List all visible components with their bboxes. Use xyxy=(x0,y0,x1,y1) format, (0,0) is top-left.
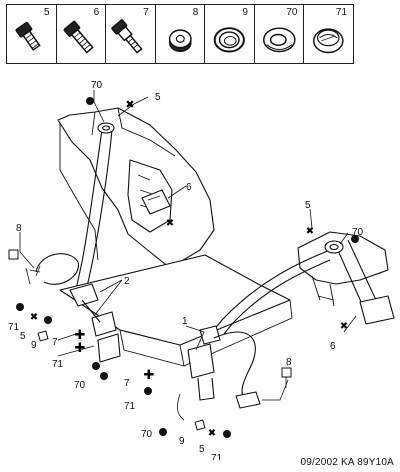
callout-71-bot: 71 xyxy=(211,453,223,460)
marker-dot-l2b xyxy=(92,362,100,370)
marker-x-5-top: ✖ xyxy=(125,99,134,111)
callout-71-l1: 71 xyxy=(8,322,20,333)
callout-6-mid: 6 xyxy=(186,182,192,193)
marker-x-5-bot: ✖ xyxy=(208,428,216,439)
callout-1: 1 xyxy=(182,316,188,327)
callout-71-l2: 71 xyxy=(52,359,64,370)
bolt-shoulder-icon xyxy=(111,19,143,54)
marker-square-9-l1 xyxy=(37,330,49,342)
callout-5-top: 5 xyxy=(155,92,161,103)
part-number: 8 xyxy=(192,7,199,18)
washer-icon xyxy=(214,27,246,53)
callout-70-l2: 70 xyxy=(74,380,86,391)
diagram-reference-code: 09/2002 KA 89Y10A xyxy=(300,457,394,468)
callout-8-left: 8 xyxy=(16,223,22,234)
parts-legend: 5 6 7 8 xyxy=(6,4,354,64)
bolt-hex-long-icon xyxy=(63,20,94,54)
marker-dot-70-top xyxy=(86,97,94,105)
cap-cover-icon xyxy=(313,28,345,54)
callout-70-bot: 70 xyxy=(141,429,153,440)
callout-9-l1: 9 xyxy=(31,340,37,351)
part-number: 9 xyxy=(242,7,248,18)
callout-5-bot: 5 xyxy=(199,444,205,455)
callout-7-mid: 7 xyxy=(124,378,130,389)
callout-9-bot: 9 xyxy=(179,436,185,447)
marker-x-5-right: ✖ xyxy=(306,226,314,237)
rear-quarter-panel xyxy=(57,107,215,269)
spacer-icon xyxy=(168,29,192,53)
right-side-panel xyxy=(297,231,389,285)
part-number: 7 xyxy=(143,7,149,18)
fastener-markers: ✖ ✖ ✖ ✚ ✚ ✖ ✖ ✚ ✖ xyxy=(8,97,359,439)
marker-square-8-right xyxy=(281,367,292,378)
callout-70-right: 70 xyxy=(352,227,364,238)
marker-x-5-l1: ✖ xyxy=(30,312,38,323)
marker-plus-7-mid: ✚ xyxy=(144,367,155,382)
left-retractor xyxy=(141,189,171,215)
callout-71-mid: 71 xyxy=(124,401,136,412)
callout-2: 2 xyxy=(124,276,130,287)
part-cell-71: 71 xyxy=(304,5,353,63)
part-number: 6 xyxy=(93,7,100,18)
center-lower-bracket xyxy=(235,391,261,409)
right-retractor xyxy=(359,295,395,325)
callout-5-right: 5 xyxy=(305,200,311,211)
part-cell-70: 70 xyxy=(255,5,305,63)
marker-plus-7-l1: ✚ xyxy=(75,327,86,342)
right-belt-webbing xyxy=(213,249,331,335)
marker-dot-70-bot xyxy=(159,428,167,436)
bolt-hex-icon xyxy=(15,21,41,51)
part-number: 5 xyxy=(44,7,50,18)
callout-6-right: 6 xyxy=(330,341,336,352)
leader-lines xyxy=(19,90,357,388)
marker-dot-71-mid xyxy=(144,387,152,395)
exploded-view-diagram: ✖ ✖ ✖ ✚ ✚ ✖ ✖ ✚ ✖ 70 5 6 8 2 71 5 9 7 71… xyxy=(8,80,395,460)
part-cell-8: 8 xyxy=(156,5,206,63)
marker-dot-70-right xyxy=(351,235,359,243)
part-cell-5: 5 xyxy=(7,5,57,63)
left-belt-webbing xyxy=(73,129,113,299)
center-buckle xyxy=(187,343,215,379)
part-cell-6: 6 xyxy=(57,5,107,63)
callout-labels: 70 5 6 8 2 71 5 9 7 71 70 5 70 6 1 8 7 7… xyxy=(8,80,364,460)
callout-70-top: 70 xyxy=(91,80,103,91)
marker-square-8-left xyxy=(8,249,19,260)
marker-x-6-mid: ✖ xyxy=(166,218,174,229)
marker-dot-70-l2 xyxy=(100,372,108,380)
callout-5-l1: 5 xyxy=(20,331,26,342)
marker-square-9-bot xyxy=(194,419,206,431)
marker-dot-71-bot xyxy=(223,430,231,438)
marker-dot-71-l1 xyxy=(16,303,24,311)
cover-ring-icon xyxy=(262,27,296,53)
marker-plus-7-l1b: ✚ xyxy=(75,340,86,355)
part-cell-9: 9 xyxy=(205,5,255,63)
marker-dot-l1 xyxy=(44,316,52,324)
left-buckle xyxy=(69,283,99,307)
part-number: 70 xyxy=(286,7,298,18)
part-number: 71 xyxy=(335,7,348,18)
callout-8-right: 8 xyxy=(286,357,292,368)
part-cell-7: 7 xyxy=(106,5,156,63)
left-lower-belt-loop xyxy=(35,253,79,285)
callout-7-l1: 7 xyxy=(52,337,58,348)
marker-x-6-right: ✖ xyxy=(340,321,348,332)
